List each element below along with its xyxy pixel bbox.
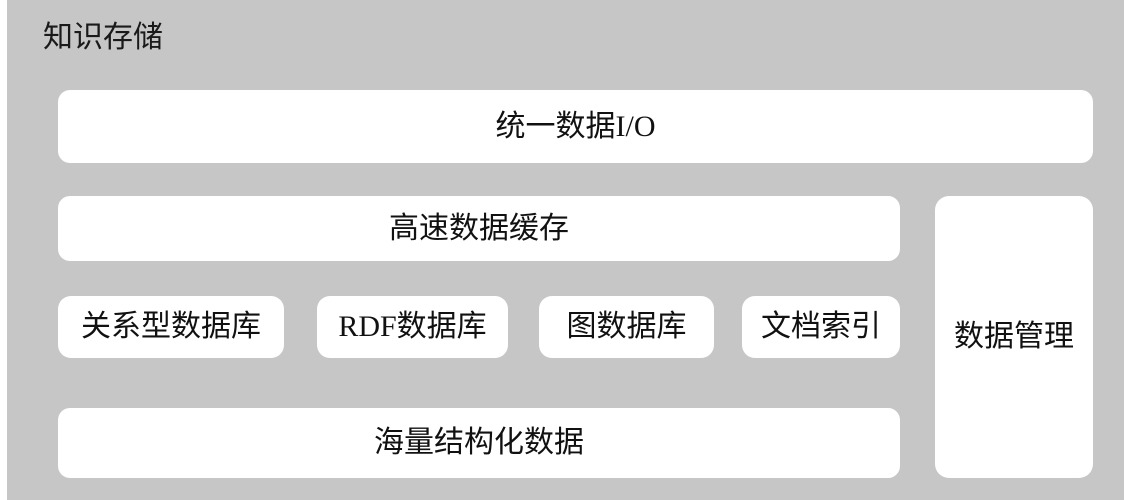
store-card-relational[interactable]: 关系型数据库: [58, 296, 284, 358]
page-title: 知识存储: [43, 21, 163, 54]
layer-card-unified-io[interactable]: 统一数据I/O: [58, 90, 1093, 163]
diagram-panel: 知识存储 统一数据I/O 高速数据缓存 关系型数据库 RDF数据库 图数据库 文…: [7, 0, 1124, 500]
layer-label-bulk-data: 海量结构化数据: [374, 426, 584, 459]
store-card-document-index[interactable]: 文档索引: [742, 296, 900, 358]
side-card-data-management[interactable]: 数据管理: [935, 196, 1093, 478]
side-label-data-management: 数据管理: [954, 320, 1074, 353]
layer-label-cache: 高速数据缓存: [389, 211, 569, 245]
store-label-graph: 图数据库: [566, 310, 687, 343]
store-label-document-index: 文档索引: [761, 310, 881, 343]
store-label-relational: 关系型数据库: [81, 310, 261, 343]
store-card-rdf[interactable]: RDF数据库: [317, 296, 508, 358]
layer-label-unified-io: 统一数据I/O: [495, 109, 656, 143]
layer-card-bulk-data[interactable]: 海量结构化数据: [58, 408, 900, 478]
store-card-graph[interactable]: 图数据库: [539, 296, 714, 358]
store-label-rdf: RDF数据库: [338, 310, 487, 343]
layer-card-cache[interactable]: 高速数据缓存: [58, 196, 900, 261]
